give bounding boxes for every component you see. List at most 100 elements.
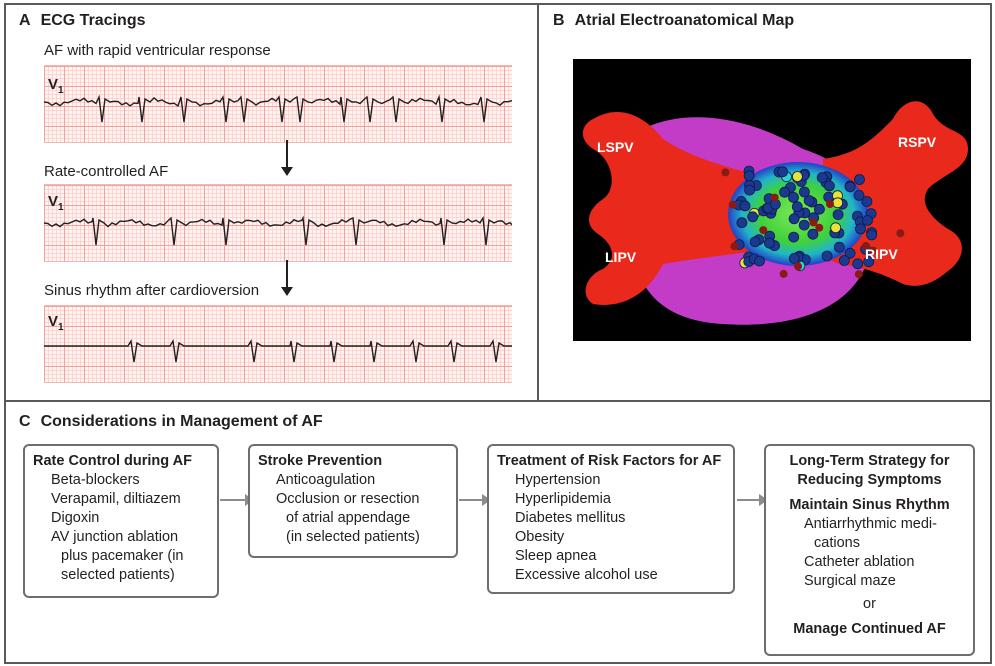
catheter-point: [770, 193, 779, 202]
atrial-map-image: [582, 101, 968, 325]
flow-arrow-1: [220, 494, 254, 506]
stroke-prevention-item: Occlusion or resection: [276, 491, 420, 507]
catheter-point: [739, 200, 751, 212]
catheter-point: [813, 203, 825, 215]
long-term-item: Surgical maze: [804, 573, 896, 589]
catheter-point: [863, 256, 875, 268]
catheter-point: [791, 171, 803, 182]
risk-factors-heading: Treatment of Risk Factors for AF: [497, 453, 722, 469]
catheter-point: [779, 269, 788, 278]
catheter-point: [779, 186, 791, 198]
catheter-point: [833, 241, 845, 253]
risk-factor-item: Excessive alcohol use: [515, 567, 658, 583]
panel-a-title-text: ECG Tracings: [40, 12, 146, 29]
down-arrow-2: [281, 260, 293, 296]
catheter-point: [788, 191, 799, 203]
rate-control-item: Beta-blockers: [51, 472, 140, 488]
catheter-point: [832, 209, 844, 221]
lead-sub-2: 1: [58, 202, 64, 213]
lead-name-1: V: [48, 76, 59, 93]
catheter-point: [852, 258, 864, 270]
catheter-point: [743, 170, 755, 182]
catheter-point: [763, 237, 775, 249]
catheter-point: [759, 226, 768, 235]
rate-control-box: Rate Control during AF Beta-blockers Ver…: [23, 444, 219, 598]
label-rspv: RSPV: [898, 134, 937, 150]
stroke-prevention-item: Anticoagulation: [276, 472, 376, 488]
catheter-point: [777, 166, 789, 178]
panel-b-title-text: Atrial Electroanatomical Map: [574, 12, 795, 29]
catheter-point: [869, 246, 878, 255]
catheter-point: [754, 255, 765, 267]
catheter-point: [838, 255, 850, 266]
catheter-point: [809, 218, 818, 227]
ecg-strip-2: [44, 184, 512, 262]
catheter-point: [861, 196, 873, 207]
manage-af-heading: Manage Continued AF: [793, 621, 946, 637]
panel-c-letter: C: [19, 413, 31, 430]
catheter-point: [803, 195, 815, 206]
catheter-point: [728, 200, 737, 209]
flow-arrow-3: [737, 494, 768, 506]
risk-factor-item: Hyperlipidemia: [515, 491, 611, 507]
rate-control-item: Digoxin: [51, 510, 100, 526]
risk-factors-box: Treatment of Risk Factors for AF Hyperte…: [487, 444, 735, 594]
catheter-point: [862, 214, 873, 226]
catheter-point: [866, 229, 878, 241]
catheter-point: [747, 211, 759, 223]
risk-factor-item: Obesity: [515, 529, 565, 545]
catheter-point: [832, 197, 844, 209]
catheter-point: [854, 174, 865, 185]
label-lipv: LIPV: [605, 249, 637, 265]
risk-factor-item: Diabetes mellitus: [515, 510, 626, 526]
label-ripv: RIPV: [865, 246, 898, 262]
tracing-label-3: Sinus rhythm after cardioversion: [44, 282, 260, 299]
catheter-point: [830, 222, 842, 234]
tracing-label-2: Rate-controlled AF: [44, 163, 169, 180]
catheter-point: [788, 213, 800, 225]
tracing-label-1: AF with rapid ventricular response: [44, 42, 271, 59]
catheter-point: [744, 184, 756, 196]
panel-c-title-text: Considerations in Management of AF: [40, 413, 323, 430]
catheter-point: [788, 231, 800, 243]
lead-label-1: V1: [48, 76, 64, 96]
long-term-item-cont: cations: [814, 535, 860, 551]
catheter-point: [821, 250, 833, 262]
lead-sub-1: 1: [58, 85, 64, 96]
lead-label-3: V1: [48, 313, 64, 333]
catheter-point: [854, 270, 863, 279]
catheter-point: [791, 201, 803, 213]
ecg-trace-1: [44, 94, 512, 123]
ecg-strip-3: [44, 305, 512, 383]
catheter-point: [798, 186, 810, 198]
catheter-point: [862, 242, 870, 250]
catheter-point: [730, 242, 739, 251]
catheter-point: [844, 247, 856, 259]
or-text: or: [863, 596, 876, 612]
catheter-point: [794, 262, 802, 271]
catheter-point: [896, 229, 905, 238]
rate-control-item-cont: selected patients): [61, 567, 175, 583]
long-term-item: Antiarrhythmic medi-: [804, 516, 937, 532]
catheter-point: [855, 223, 866, 235]
maintain-sinus-heading: Maintain Sinus Rhythm: [789, 497, 950, 513]
rate-control-heading: Rate Control during AF: [33, 453, 192, 469]
down-arrow-1: [281, 140, 293, 176]
rate-control-item: AV junction ablation: [51, 529, 179, 545]
catheter-point: [736, 217, 748, 229]
catheter-point: [853, 189, 865, 201]
electroanatomical-map: LSPV LIPV RSPV RIPV: [573, 59, 971, 341]
catheter-point: [815, 223, 824, 232]
risk-factor-item: Hypertension: [515, 472, 601, 488]
ecg-trace-3: [44, 338, 512, 363]
panel-a-title: A ECG Tracings: [19, 12, 145, 30]
stroke-prevention-box: Stroke Prevention Anticoagulation Occlus…: [248, 444, 458, 558]
panel-a-letter: A: [19, 12, 31, 29]
stroke-prevention-item-cont: (in selected patients): [286, 529, 420, 545]
catheter-point: [749, 236, 761, 248]
catheter-point: [816, 172, 828, 183]
long-term-heading-2: Reducing Symptoms: [797, 472, 942, 488]
long-term-item: Catheter ablation: [804, 554, 915, 570]
flow-arrow-2: [459, 494, 491, 506]
